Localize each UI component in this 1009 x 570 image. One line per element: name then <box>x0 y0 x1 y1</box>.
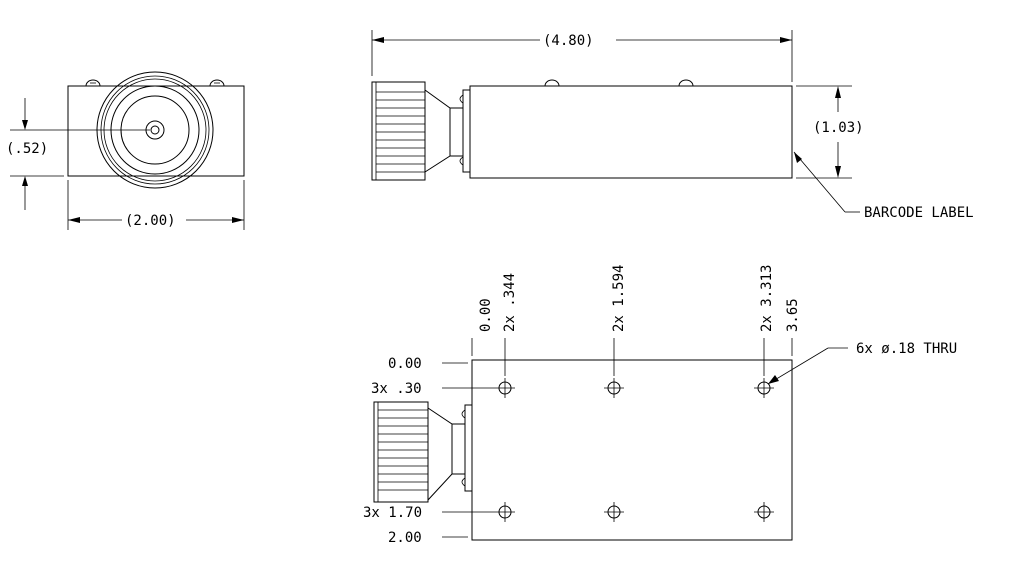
front-height-dim: (.52) <box>6 141 48 157</box>
front-body <box>67 85 245 177</box>
y-dim-170: 3x 1.70 <box>363 505 422 521</box>
side-body <box>469 85 793 179</box>
x-dim-1594: 2x 1.594 <box>611 265 627 332</box>
connector-neck <box>424 89 463 173</box>
hole <box>754 502 774 522</box>
screw-head <box>678 79 694 87</box>
plate-flange <box>464 404 473 492</box>
hole <box>604 378 624 398</box>
x-dim-365: 3.65 <box>785 298 801 332</box>
hole-callout: 6x ø.18 THRU <box>856 341 957 357</box>
hole <box>754 378 774 398</box>
front-width-dim: (2.00) <box>125 213 176 229</box>
y-dim-030: 3x .30 <box>371 381 422 397</box>
screw-head <box>209 79 225 87</box>
hole <box>495 502 515 522</box>
side-view: (4.80) (1.03) BARCODE LABEL <box>371 30 974 221</box>
plate-connector-nut <box>373 401 429 503</box>
y-dim-200: 2.00 <box>388 530 422 546</box>
x-dim-344: 2x .344 <box>502 273 518 332</box>
hole <box>495 378 515 398</box>
side-length-dim: (4.80) <box>543 33 594 49</box>
side-flange <box>462 89 471 173</box>
hole-layout-view: 0.00 2x .344 2x 1.594 2x 3.313 3.65 0.00… <box>363 265 957 546</box>
y-dim-0: 0.00 <box>388 356 422 372</box>
connector-nut <box>371 81 426 181</box>
screw-head <box>85 79 101 87</box>
front-view: (.52) (2.00) <box>6 71 245 230</box>
hole-plate <box>471 359 793 541</box>
plate-connector-neck <box>427 407 465 501</box>
screw-head <box>544 79 560 87</box>
side-height-dim: (1.03) <box>813 120 864 136</box>
hole <box>604 502 624 522</box>
x-dim-3313: 2x 3.313 <box>759 265 775 332</box>
x-dim-0: 0.00 <box>478 298 494 332</box>
barcode-label-callout: BARCODE LABEL <box>864 205 974 221</box>
